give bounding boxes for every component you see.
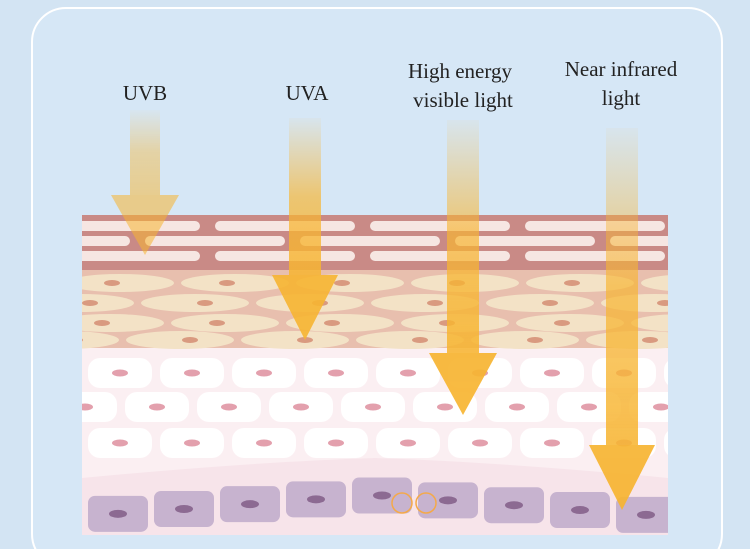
cell-nucleus xyxy=(241,500,259,509)
arrow-shaft xyxy=(289,118,321,275)
spinous-cell xyxy=(664,431,668,455)
uvb-arrow xyxy=(111,110,179,255)
label-uvb: UVB xyxy=(123,81,167,105)
cell-nucleus xyxy=(104,280,120,286)
cell-nucleus xyxy=(505,501,523,510)
cell-nucleus xyxy=(472,439,488,447)
cell-nucleus xyxy=(328,369,344,377)
cell-nucleus xyxy=(437,403,453,411)
cell-nucleus xyxy=(657,300,668,306)
label-hev-line2: visible light xyxy=(413,88,513,112)
arrow-shaft xyxy=(606,128,638,445)
granular-cell xyxy=(241,331,349,349)
cell-nucleus xyxy=(328,439,344,447)
cell-nucleus xyxy=(564,280,580,286)
cell-nucleus xyxy=(293,403,309,411)
cell-nucleus xyxy=(439,496,457,505)
cell-nucleus xyxy=(82,300,98,306)
cell-nucleus xyxy=(581,403,597,411)
cell-nucleus xyxy=(400,439,416,447)
cell-nucleus xyxy=(197,300,213,306)
cell-nucleus xyxy=(400,369,416,377)
corneum-bar xyxy=(215,221,355,231)
corneum-bar xyxy=(525,251,665,261)
cell-nucleus xyxy=(94,320,110,326)
cell-nucleus xyxy=(427,300,443,306)
cell-nucleus xyxy=(221,403,237,411)
granular-cell xyxy=(82,331,119,349)
cell-nucleus xyxy=(256,439,272,447)
cell-nucleus xyxy=(307,495,325,504)
spinous-cell xyxy=(664,361,668,385)
label-nir-line1: Near infrared xyxy=(565,57,678,81)
cell-nucleus xyxy=(82,338,83,342)
cell-nucleus xyxy=(334,280,350,286)
corneum-bar xyxy=(300,236,440,246)
granular-cell xyxy=(356,331,464,349)
corneum-bar xyxy=(525,221,665,231)
granular-cell xyxy=(141,294,249,312)
granular-cell xyxy=(471,331,579,349)
cell-nucleus xyxy=(554,320,570,326)
label-hev-line1: High energy xyxy=(408,59,513,83)
nir-arrow xyxy=(589,128,655,510)
cell-nucleus xyxy=(109,509,127,518)
granular-cell xyxy=(486,294,594,312)
arrow-shaft xyxy=(130,110,160,195)
cell-nucleus xyxy=(256,369,272,377)
granular-cell xyxy=(631,314,668,332)
cell-nucleus xyxy=(637,510,655,519)
corneum-bar xyxy=(82,251,200,261)
cell-nucleus xyxy=(571,506,589,515)
uva-arrow xyxy=(272,118,338,340)
arrow-head-icon xyxy=(272,275,338,340)
cell-nucleus xyxy=(209,320,225,326)
granular-cell xyxy=(82,274,174,292)
cell-nucleus xyxy=(412,337,428,343)
cell-nucleus xyxy=(642,337,658,343)
cell-nucleus xyxy=(149,403,165,411)
label-uva: UVA xyxy=(286,81,330,105)
cell-nucleus xyxy=(82,403,93,411)
marker-circle-right xyxy=(415,492,437,514)
spinous-cell xyxy=(82,392,117,422)
marker-circle-left xyxy=(391,492,413,514)
cell-nucleus xyxy=(324,320,340,326)
cell-nucleus xyxy=(509,403,525,411)
cell-nucleus xyxy=(653,403,668,411)
granular-cell xyxy=(126,331,234,349)
corneum-bar xyxy=(215,251,355,261)
cell-nucleus xyxy=(542,300,558,306)
basal-cells xyxy=(88,477,668,533)
corneum-bar xyxy=(370,251,510,261)
cell-nucleus xyxy=(544,369,560,377)
arrow-shaft xyxy=(447,120,479,353)
corneum-bar xyxy=(370,221,510,231)
cell-nucleus xyxy=(184,369,200,377)
cell-nucleus xyxy=(365,403,381,411)
spinous-cell xyxy=(629,392,668,422)
label-nir-line2: light xyxy=(602,86,641,110)
cell-nucleus xyxy=(182,337,198,343)
cell-nucleus xyxy=(184,439,200,447)
arrow-head-icon xyxy=(589,445,655,510)
corneum-bar xyxy=(455,236,595,246)
granular-cell xyxy=(641,275,668,291)
arrow-head-icon xyxy=(429,353,497,415)
cell-nucleus xyxy=(112,369,128,377)
cell-nucleus xyxy=(527,337,543,343)
corneum-bar xyxy=(82,236,130,246)
corneum-bar xyxy=(145,236,285,246)
cell-nucleus xyxy=(544,439,560,447)
hev-arrow xyxy=(429,120,497,415)
cell-nucleus xyxy=(373,491,391,500)
granular-cell xyxy=(82,294,134,312)
granular-cell xyxy=(82,314,164,332)
cell-nucleus xyxy=(112,439,128,447)
arrow-head-icon xyxy=(111,195,179,255)
cell-nucleus xyxy=(219,280,235,286)
cell-nucleus xyxy=(175,505,193,514)
